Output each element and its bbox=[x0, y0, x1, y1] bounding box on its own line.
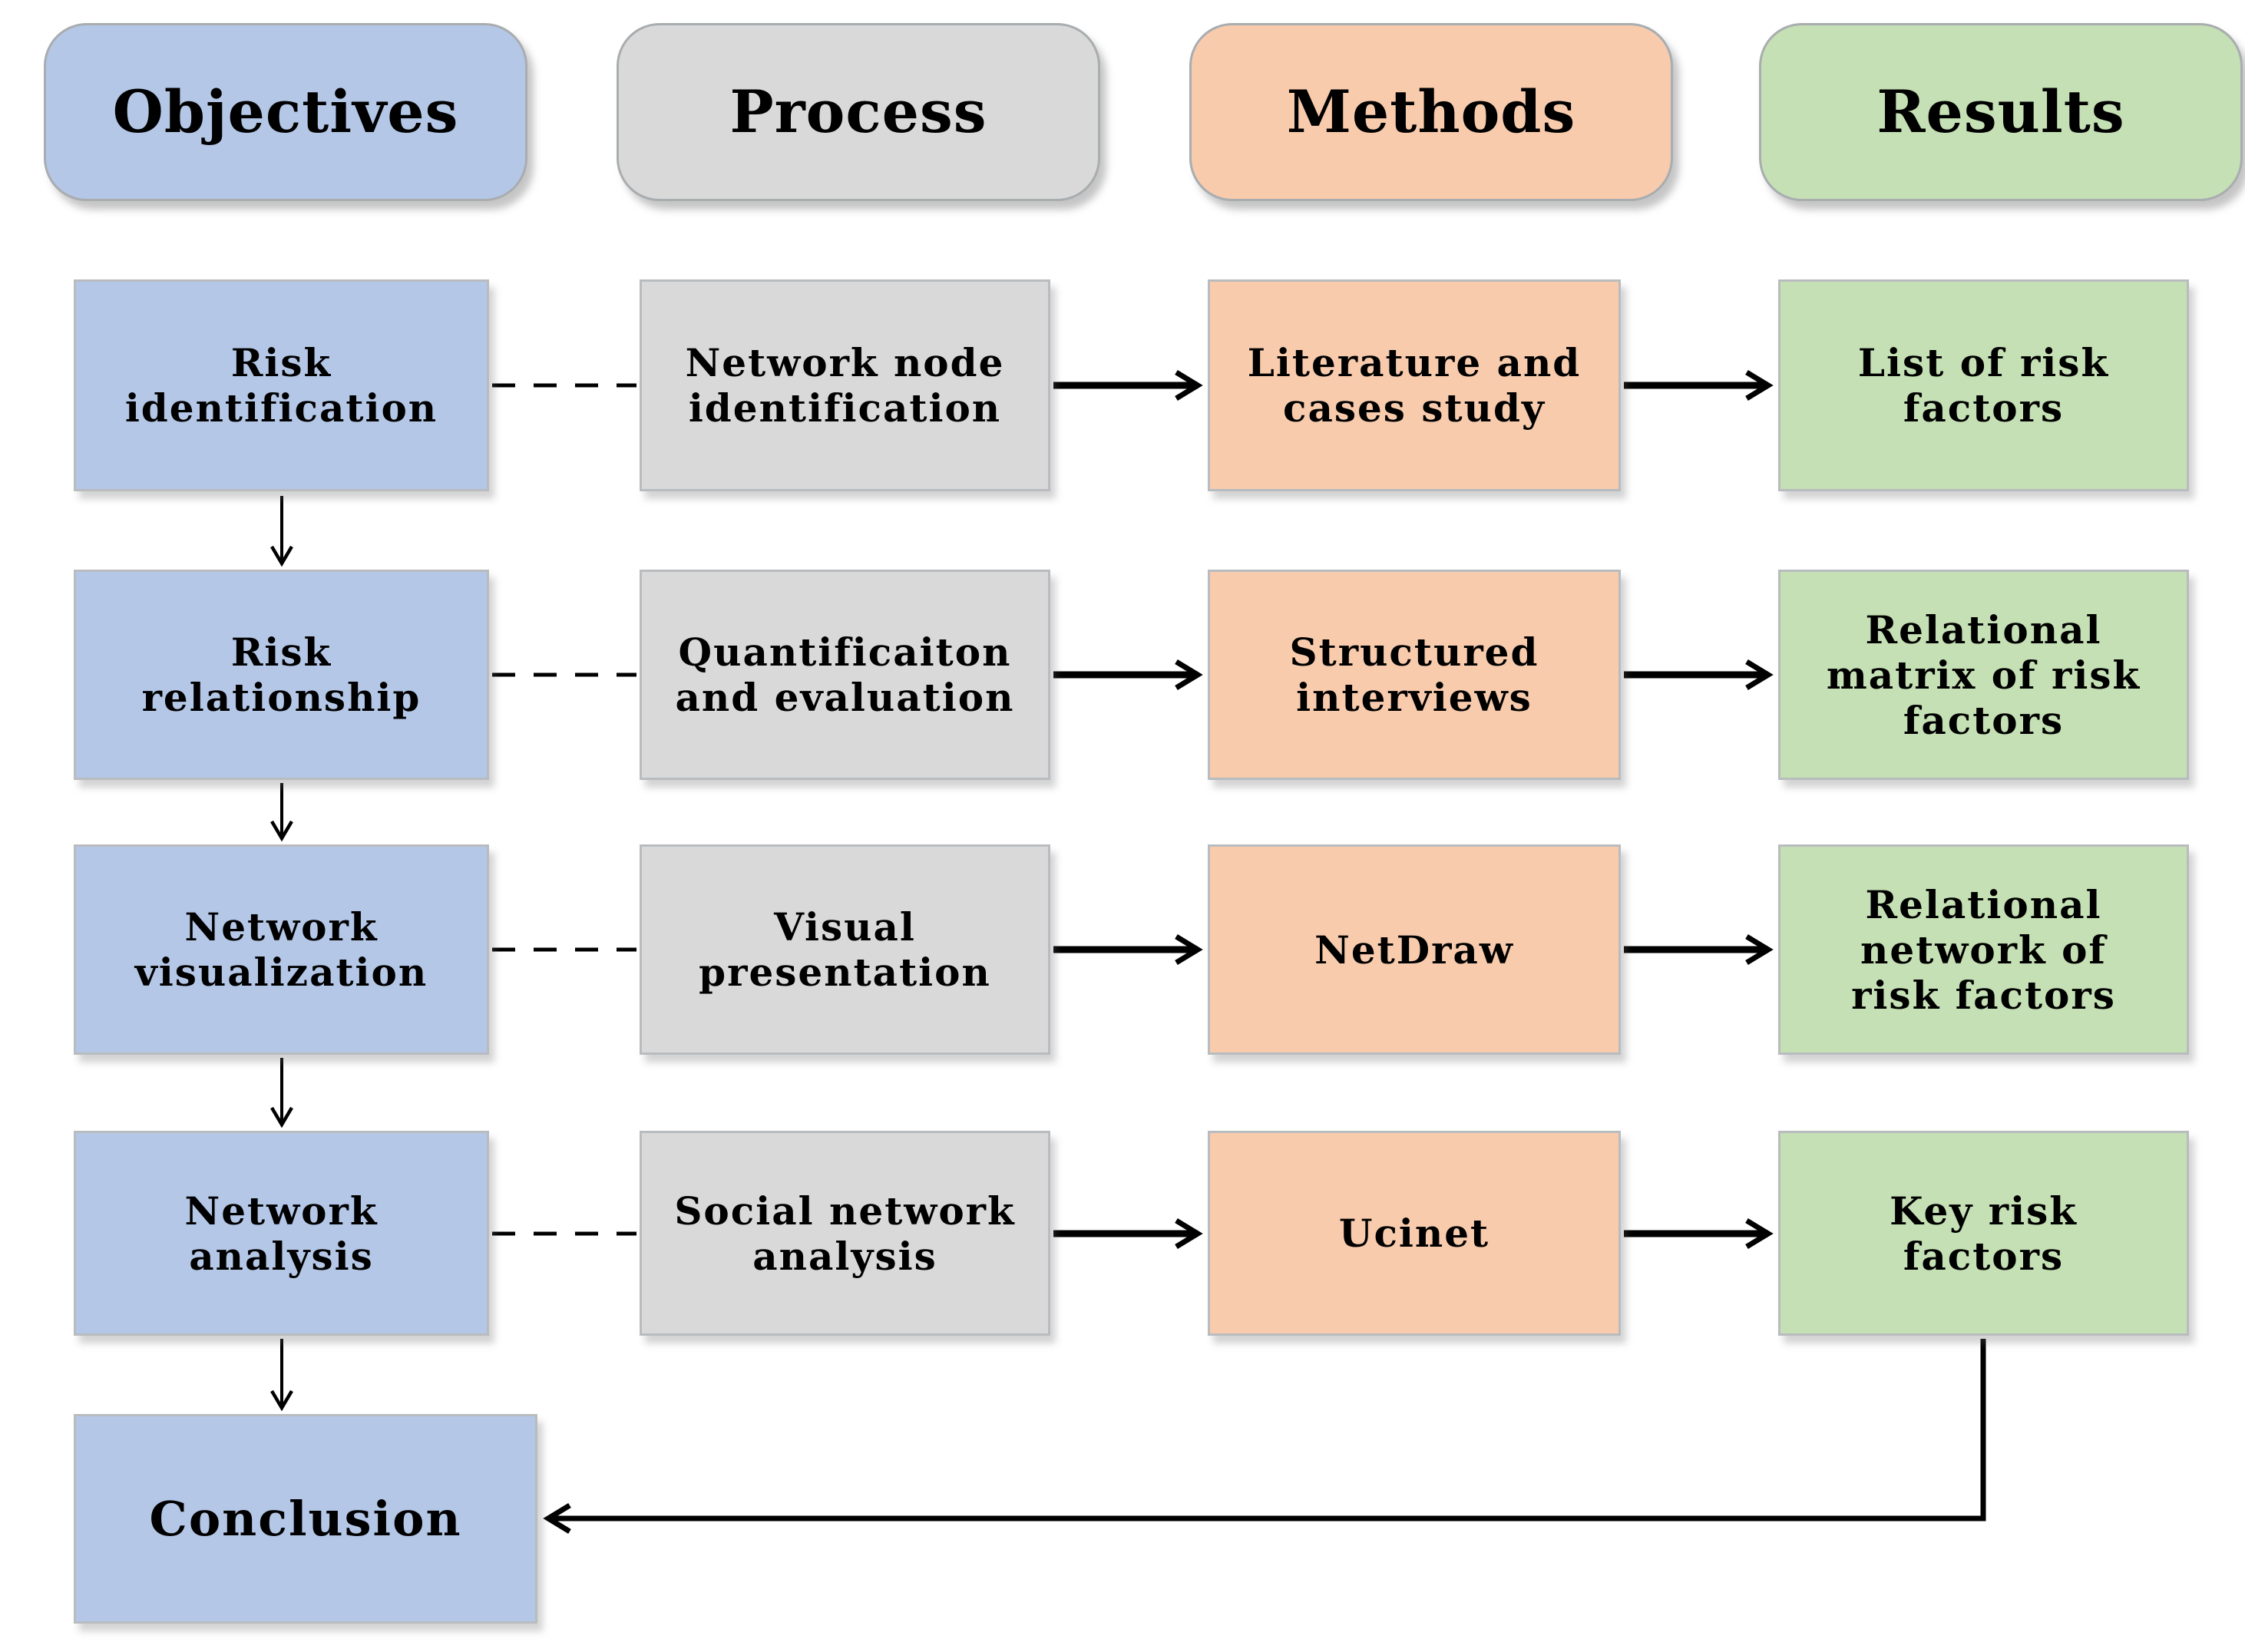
box-key-risk-factors: Key risk factors bbox=[1778, 1131, 2189, 1336]
header-process: Process bbox=[617, 23, 1100, 201]
box-literature-and-cases-study: Literature and cases study bbox=[1208, 279, 1621, 491]
box-network-visualization: Network visualization bbox=[74, 844, 489, 1055]
box-network-analysis: Network analysis bbox=[74, 1131, 489, 1336]
box-visual-presentation: Visual presentation bbox=[640, 844, 1050, 1055]
header-methods: Methods bbox=[1189, 23, 1673, 201]
box-list-of-risk-factors: List of risk factors bbox=[1778, 279, 2189, 491]
box-ucinet: Ucinet bbox=[1208, 1131, 1621, 1336]
header-results: Results bbox=[1759, 23, 2243, 201]
box-netdraw: NetDraw bbox=[1208, 844, 1621, 1055]
box-relational-matrix-of-risk-factors: Relational matrix of risk factors bbox=[1778, 570, 2189, 780]
box-quantification-and-evaluation: Quantificaiton and evaluation bbox=[640, 570, 1050, 780]
box-risk-identification: Risk identification bbox=[74, 279, 489, 491]
arrow-key-risk-factors-to-conclusion bbox=[543, 1339, 1986, 1534]
box-network-node-identification: Network node identification bbox=[640, 279, 1050, 491]
box-conclusion: Conclusion bbox=[74, 1414, 537, 1624]
box-social-network-analysis: Social network analysis bbox=[640, 1131, 1050, 1336]
box-structured-interviews: Structured interviews bbox=[1208, 570, 1621, 780]
box-relational-network-of-risk-factors: Relational network of risk factors bbox=[1778, 844, 2189, 1055]
header-objectives: Objectives bbox=[44, 23, 527, 201]
box-risk-relationship: Risk relationship bbox=[74, 570, 489, 780]
